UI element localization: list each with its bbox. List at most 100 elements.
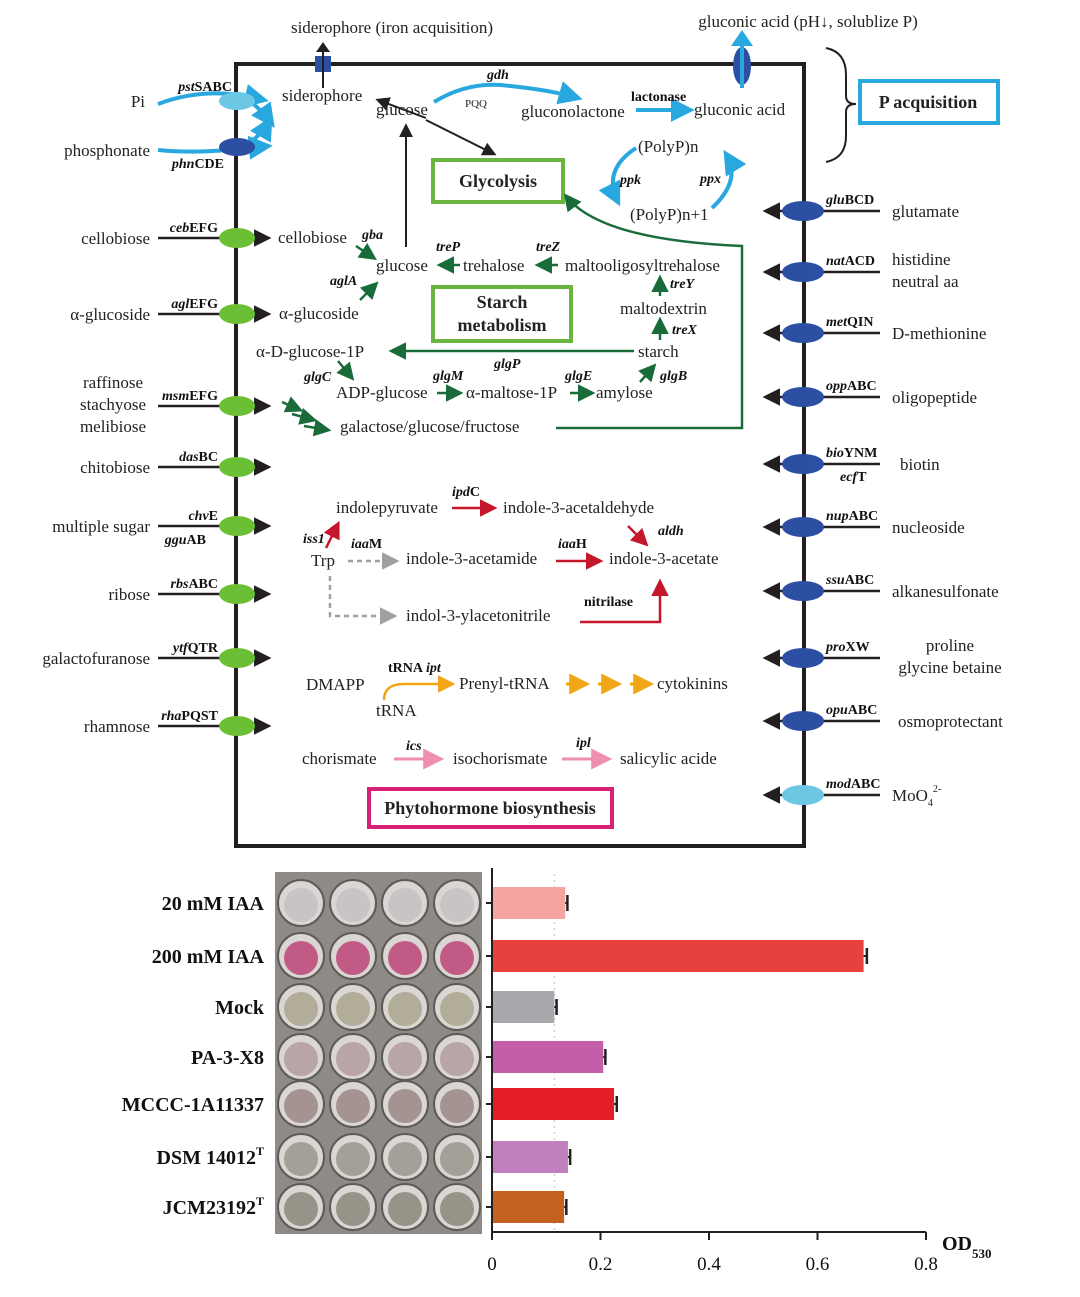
substrate-label: galactofuranose	[42, 649, 150, 668]
substrate-label: nucleoside	[892, 518, 965, 537]
substrate-label: melibiose	[80, 417, 146, 436]
well-liquid	[440, 1042, 474, 1076]
bar	[493, 887, 566, 919]
metabolite-adp-glucose: ADP-glucose	[336, 383, 428, 402]
gene-label: ssuABC	[825, 573, 874, 588]
metabolite-glucose-2: glucose	[376, 256, 428, 275]
ipt-arrow	[382, 675, 456, 701]
sugar-transporter	[219, 584, 255, 604]
abc-transporter	[782, 387, 824, 407]
transporter-group-right-9: modABC MoO42-	[762, 777, 941, 809]
enzyme-treX: treX	[672, 323, 698, 338]
sugar-transporter	[219, 716, 255, 736]
sugar-transporter	[219, 396, 255, 416]
well-liquid	[284, 888, 318, 922]
metabolite-gluconic-acid: gluconic acid	[694, 100, 786, 119]
p-acquisition-label: P acquisition	[879, 92, 978, 112]
gene-label: nupABC	[826, 509, 878, 524]
well-liquid	[388, 1089, 422, 1123]
substrate-label: biotin	[900, 455, 940, 474]
metabolite-gluconolactone: gluconolactone	[521, 102, 625, 121]
enzyme-glgC: glgC	[303, 370, 332, 385]
well-liquid	[336, 992, 370, 1026]
sugar-transporter	[219, 228, 255, 248]
gene-label: cebEFG	[170, 221, 218, 236]
bar	[493, 1141, 568, 1173]
gene-pst: pstSABC	[177, 80, 232, 95]
glucose-to-glycolysis-arrow	[425, 119, 497, 156]
metabolite-cytokinins: cytokinins	[657, 674, 728, 693]
gluconic-exporter	[731, 30, 753, 88]
metabolite-amylose: amylose	[596, 383, 653, 402]
metabolite-dmapp: DMAPP	[306, 675, 365, 694]
substrate-pi: Pi	[131, 92, 145, 111]
well-liquid	[284, 1089, 318, 1123]
metabolite-trp: Trp	[311, 551, 335, 570]
abc-transporter	[782, 262, 824, 282]
p-acquisition-box	[858, 79, 1000, 125]
metabolite-polyp-n: (PolyP)n	[638, 137, 699, 156]
gene-label: msmEFG	[162, 389, 218, 404]
abc-transporter	[782, 454, 824, 474]
abc-transporter	[782, 323, 824, 343]
gene-label: chvE	[188, 509, 218, 524]
ppk-arrow	[598, 146, 638, 207]
well-liquid	[336, 888, 370, 922]
transporter-group-right-5: nupABC nucleoside	[762, 509, 965, 537]
phytohormone-label: Phytohormone biosynthesis	[384, 798, 596, 818]
metabolite-isochorismate: isochorismate	[453, 749, 547, 768]
metabolite-siderophore: siderophore	[282, 86, 362, 105]
gene-label-2: gguAB	[164, 533, 206, 548]
p-acquisition-brace	[825, 47, 857, 163]
transporter-group-7: rbsABC ribose	[108, 577, 272, 604]
gene-label: gluBCD	[825, 193, 874, 208]
siderophore-exporter	[315, 42, 331, 88]
enzyme-aldh: aldh	[658, 524, 684, 539]
substrate-label: ribose	[108, 585, 150, 604]
sugar-transporter	[219, 304, 255, 324]
gene-label: rbsABC	[171, 577, 218, 592]
substrate-label: stachyose	[80, 395, 146, 414]
gene-label: metQIN	[826, 315, 873, 330]
x-tick-label: 0.6	[806, 1254, 830, 1275]
substrate-label: rhamnose	[84, 717, 150, 736]
transporter-group-8: ytfQTR galactofuranose	[42, 641, 272, 668]
substrate-label: MoO42-	[892, 784, 941, 809]
metabolite-indole-acetamide: indole-3-acetamide	[406, 549, 537, 568]
metabolite-prenyl-trna: Prenyl-tRNA	[459, 674, 550, 693]
enzyme-gdh: gdh	[486, 68, 509, 83]
gluconic-export-label: gluconic acid (pH↓, solublize P)	[698, 12, 918, 31]
bar	[493, 991, 555, 1023]
cofactor-pqq: PQQ	[465, 98, 487, 110]
gene-label: ytfQTR	[171, 641, 219, 656]
enzyme-iaaM: iaaM	[351, 537, 382, 552]
well-liquid	[388, 888, 422, 922]
metabolite-trehalose: trehalose	[463, 256, 524, 275]
gene-label: modABC	[826, 777, 880, 792]
enzyme-ppk: ppk	[619, 173, 641, 188]
well-liquid	[284, 1042, 318, 1076]
sample-label: PA-3-X8	[191, 1047, 264, 1069]
metabolite-amaltose: α-maltose-1P	[466, 383, 557, 402]
sample-label: Mock	[215, 997, 265, 1019]
msm-triple-arrows	[281, 396, 332, 437]
well-liquid	[388, 1192, 422, 1226]
metabolite-indole-acetaldehyde: indole-3-acetaldehyde	[503, 498, 654, 517]
substrate-label: osmoprotectant	[898, 712, 1003, 731]
sample-label: JCM23192T	[163, 1194, 264, 1219]
gene-label: bioYNM	[826, 446, 877, 461]
substrate-label: α-glucoside	[70, 305, 150, 324]
transporter-phn	[219, 138, 255, 156]
abc-transporter	[782, 517, 824, 537]
well-liquid	[440, 1142, 474, 1176]
sample-label: 20 mM IAA	[162, 893, 265, 915]
well-liquid	[440, 992, 474, 1026]
gene-phn: phnCDE	[171, 157, 224, 172]
bar	[493, 1191, 565, 1223]
enzyme-glgB: glgB	[659, 369, 687, 384]
sugar-transporter	[219, 648, 255, 668]
